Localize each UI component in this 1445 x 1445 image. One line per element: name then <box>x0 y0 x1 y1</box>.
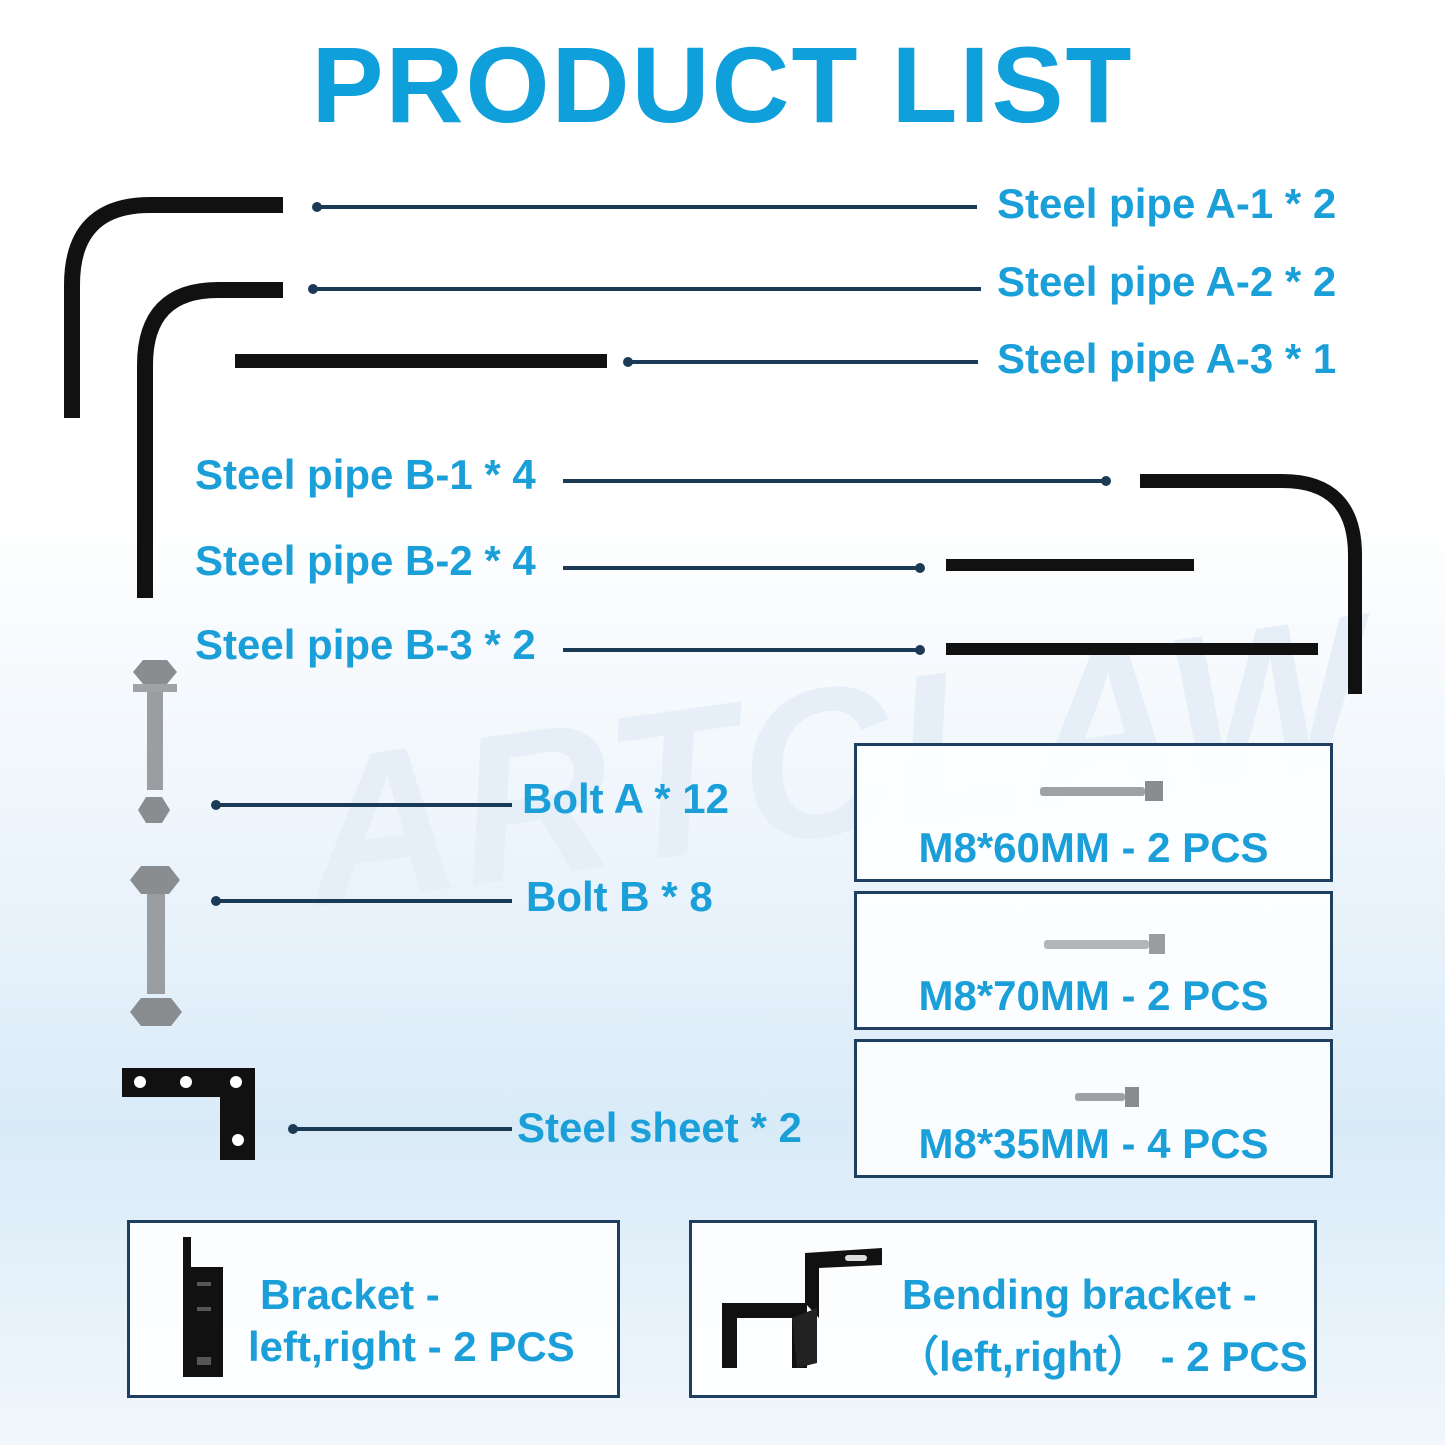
label-steel-sheet: Steel sheet * 2 <box>517 1104 802 1151</box>
bending-bracket-label-line2: （left,right） - 2 PCS <box>897 1333 1308 1380</box>
bending-bracket-image <box>722 1248 882 1368</box>
label-steel-pipe-b1: Steel pipe B-1 * 4 <box>195 451 536 498</box>
bracket-image <box>183 1237 223 1377</box>
bolt-70mm-icon <box>1044 934 1165 954</box>
spec-box-m8-60: M8*60MM - 2 PCS <box>854 743 1333 882</box>
spec-box-m8-35: M8*35MM - 4 PCS <box>854 1039 1333 1178</box>
bending-bracket-label-line1: Bending bracket - <box>902 1271 1257 1318</box>
steel-pipe-a2-image <box>137 282 283 598</box>
label-steel-pipe-a3: Steel pipe A-3 * 1 <box>997 335 1337 382</box>
steel-pipe-b2-image <box>946 559 1194 571</box>
label-steel-pipe-a2: Steel pipe A-2 * 2 <box>997 258 1337 305</box>
bracket-label-line2: left,right - 2 PCS <box>248 1323 575 1370</box>
label-steel-pipe-a1: Steel pipe A-1 * 2 <box>997 180 1337 227</box>
bending-bracket-box: Bending bracket - （left,right） - 2 PCS <box>689 1220 1317 1398</box>
spec-label: M8*35MM - 4 PCS <box>918 1120 1269 1167</box>
spec-label: M8*70MM - 2 PCS <box>918 972 1269 1019</box>
steel-pipe-b1-image <box>1140 474 1362 694</box>
steel-sheet-image <box>122 1068 255 1160</box>
bracket-box: Bracket - left,right - 2 PCS <box>127 1220 620 1398</box>
label-bolt-b: Bolt B * 8 <box>526 873 713 920</box>
bracket-label-line1: Bracket - <box>260 1271 440 1318</box>
page-title: PRODUCT LIST <box>311 24 1134 145</box>
label-steel-pipe-b2: Steel pipe B-2 * 4 <box>195 537 536 584</box>
spec-box-m8-70: M8*70MM - 2 PCS <box>854 891 1333 1030</box>
bolt-60mm-icon <box>1040 781 1163 801</box>
spec-label: M8*60MM - 2 PCS <box>918 824 1269 871</box>
steel-pipe-a3-image <box>235 354 607 368</box>
label-steel-pipe-b3: Steel pipe B-3 * 2 <box>195 621 536 668</box>
steel-pipe-a1-image <box>64 197 283 418</box>
bolt-35mm-icon <box>1075 1087 1139 1107</box>
steel-pipe-b3-image <box>946 643 1318 655</box>
bolt-a-image <box>133 660 177 823</box>
label-bolt-a: Bolt A * 12 <box>522 775 729 822</box>
bolt-b-image <box>130 866 182 1026</box>
